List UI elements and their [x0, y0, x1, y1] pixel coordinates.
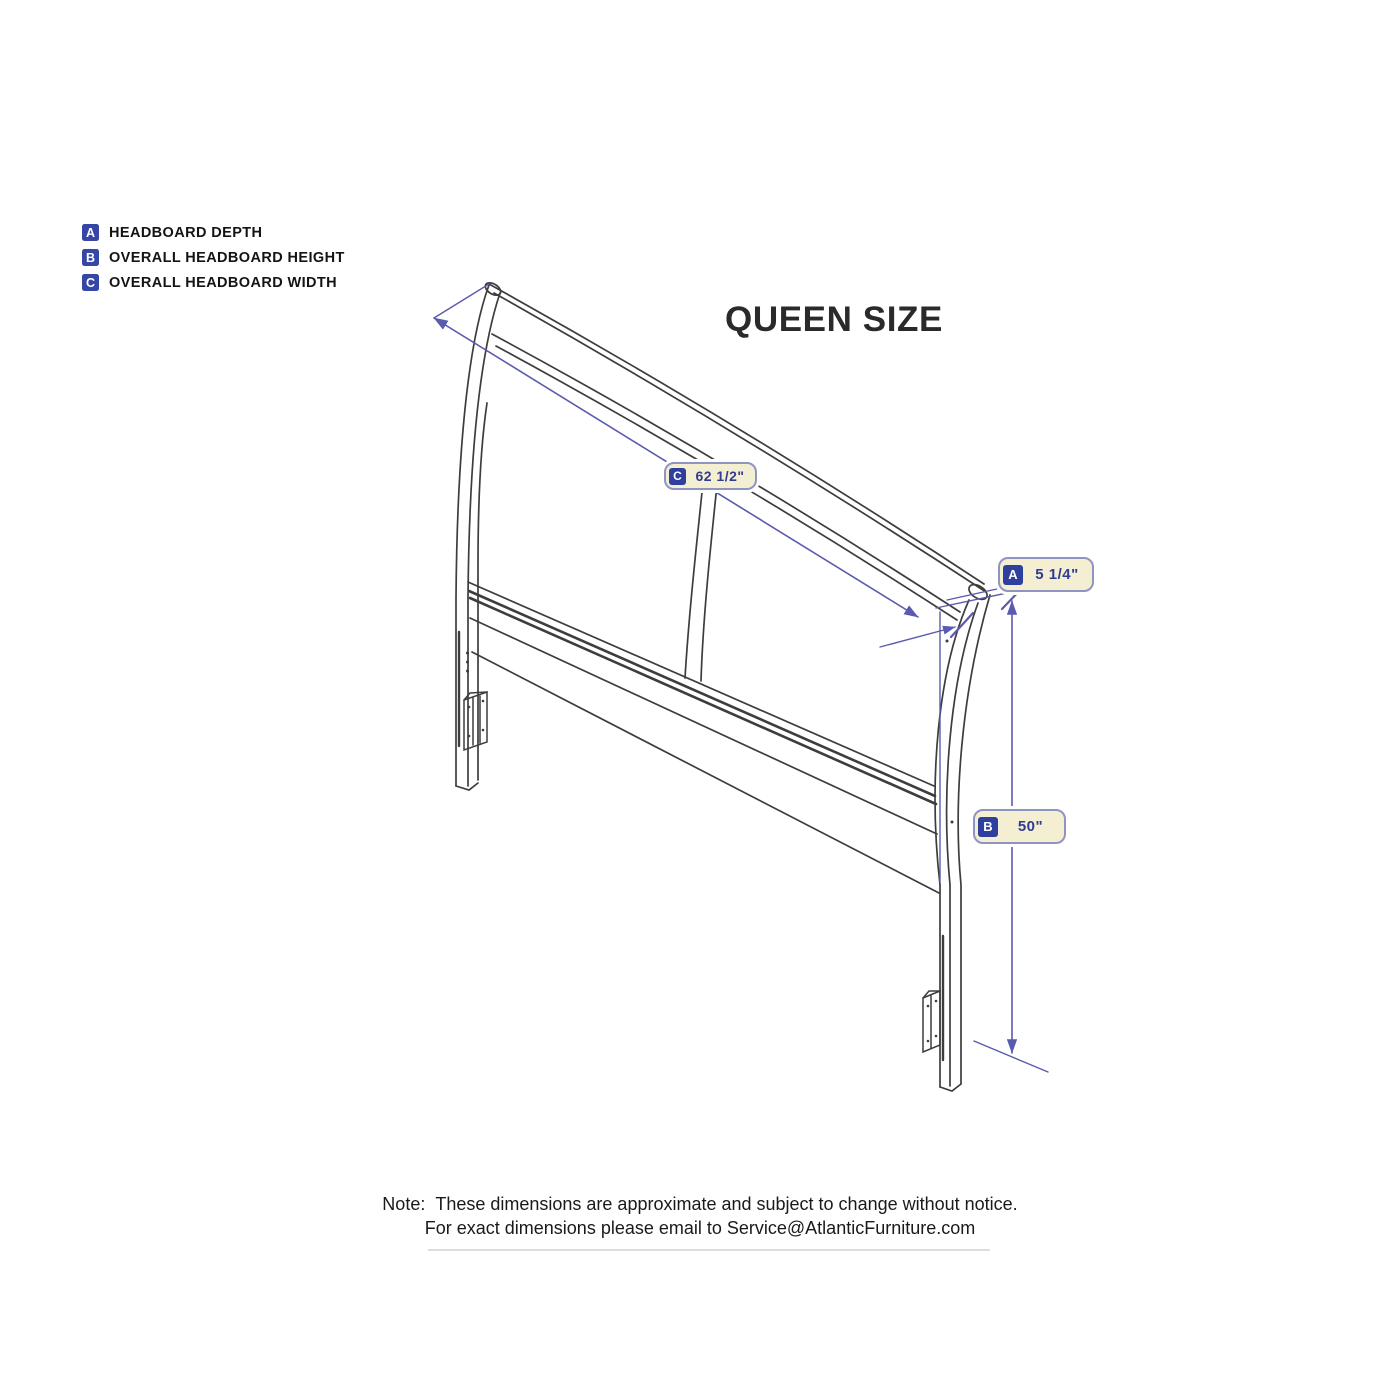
page-title: QUEEN SIZE [725, 300, 943, 339]
dimension-value-depth: 5 1/4" [1035, 566, 1079, 583]
dimension-value-width: 62 1/2" [695, 468, 745, 484]
legend-badge-b: B [82, 249, 99, 266]
legend-badge-c: C [82, 274, 99, 291]
dimension-badge-c: C [669, 467, 686, 485]
legend-label-height: OVERALL HEADBOARD HEIGHT [109, 249, 345, 266]
disclaimer-note: Note: These dimensions are approximate an… [382, 1193, 1017, 1241]
dimension-label-depth: A 5 1/4" [998, 557, 1094, 592]
headboard-outline [455, 281, 991, 1092]
legend: A HEADBOARD DEPTH B OVERALL HEADBOARD HE… [82, 224, 345, 291]
legend-item-width: C OVERALL HEADBOARD WIDTH [82, 274, 345, 291]
right-post [934, 583, 991, 1092]
panel-mullion [684, 463, 720, 682]
note-line-1: Note: These dimensions are approximate an… [382, 1193, 1017, 1217]
legend-item-depth: A HEADBOARD DEPTH [82, 224, 345, 241]
note-text-1: These dimensions are approximate and sub… [435, 1194, 1018, 1214]
right-bracket [922, 989, 941, 1054]
note-prefix: Note: [382, 1194, 426, 1214]
dimension-label-width: C 62 1/2" [664, 462, 757, 490]
legend-label-width: OVERALL HEADBOARD WIDTH [109, 274, 338, 291]
dimension-badge-b: B [978, 816, 998, 837]
legend-label-depth: HEADBOARD DEPTH [109, 224, 263, 241]
dimension-value-height: 50" [1017, 818, 1044, 835]
dimension-label-height: B 50" [973, 809, 1066, 844]
left-bracket [463, 690, 488, 752]
legend-item-height: B OVERALL HEADBOARD HEIGHT [82, 249, 345, 266]
note-line-2: For exact dimensions please email to Ser… [424, 1217, 976, 1238]
dimension-badge-a: A [1003, 564, 1023, 585]
note-divider [428, 1249, 990, 1251]
legend-badge-a: A [82, 224, 99, 241]
dimension-lines [433, 283, 1049, 1073]
